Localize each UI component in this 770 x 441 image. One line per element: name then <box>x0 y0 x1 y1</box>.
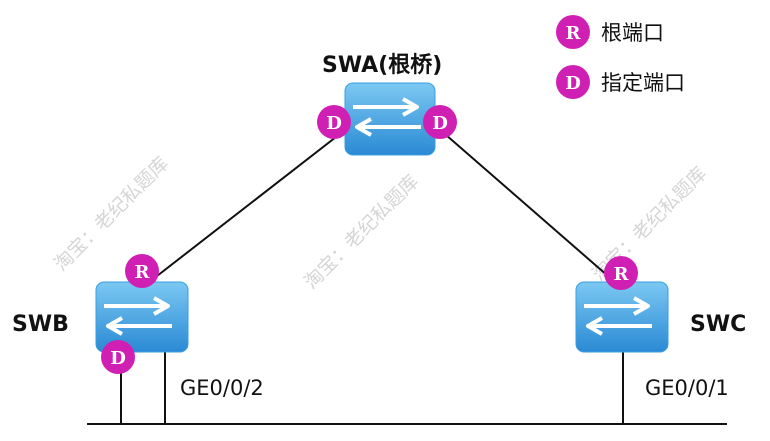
svg-text:D: D <box>326 113 342 134</box>
legend-item-root-port: R 根端口 <box>556 15 664 49</box>
badge-swb-bottom: D <box>101 340 135 374</box>
watermark-center: 淘宝：老纪私题库 <box>300 170 423 293</box>
switch-swc <box>575 281 669 353</box>
svg-text:R: R <box>614 264 630 285</box>
badge-swa-right: D <box>423 105 457 139</box>
legend-item-designated-port: D 指定端口 <box>556 65 685 99</box>
switch-swb <box>95 281 189 353</box>
watermark-left: 淘宝：老纪私题库 <box>50 152 173 275</box>
legend-designated-label: 指定端口 <box>601 71 685 95</box>
switch-swa <box>344 82 436 156</box>
port-label-swb: GE0/0/2 <box>180 376 264 400</box>
svg-text:D: D <box>432 113 448 134</box>
link-swa-swc <box>437 127 617 284</box>
svg-text:R: R <box>135 262 151 283</box>
switch-label-swa: SWA(根桥) <box>322 52 442 78</box>
badge-swc-top: R <box>604 256 638 290</box>
switch-label-swb: SWB <box>12 312 69 337</box>
legend-designated-letter: D <box>565 73 581 94</box>
legend-root-letter: R <box>566 23 582 44</box>
badge-swb-top: R <box>125 254 159 288</box>
legend: R 根端口 D 指定端口 <box>556 15 685 99</box>
svg-text:D: D <box>110 348 126 369</box>
legend-root-label: 根端口 <box>601 21 664 45</box>
link-swa-swb <box>147 129 346 284</box>
badge-swa-left: D <box>317 105 351 139</box>
switch-label-swc: SWC <box>690 312 746 337</box>
port-label-swc: GE0/0/1 <box>645 376 729 400</box>
